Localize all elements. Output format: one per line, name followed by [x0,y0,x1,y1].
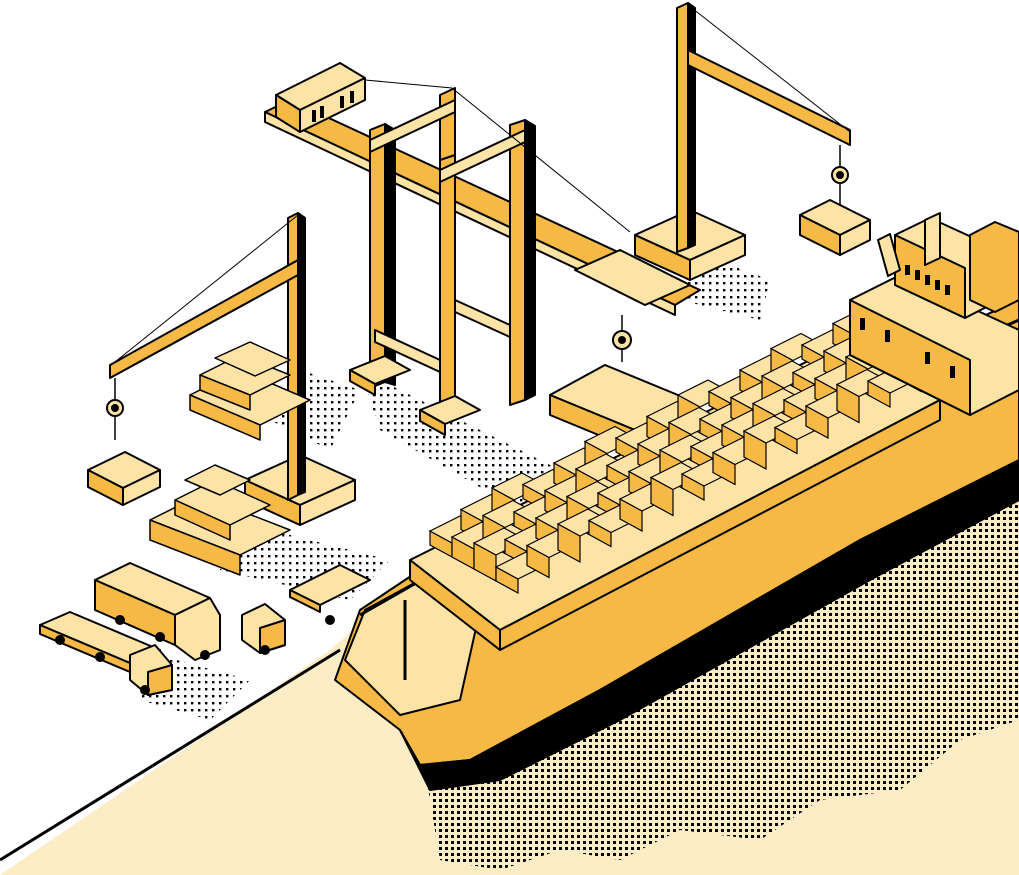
jib-crane-left [87,212,356,526]
gantry-crane [264,62,701,451]
dock-container-stacks [149,341,311,576]
trucks [39,562,371,696]
jib-crane-right [634,2,871,281]
ship-bridge [849,212,1019,416]
